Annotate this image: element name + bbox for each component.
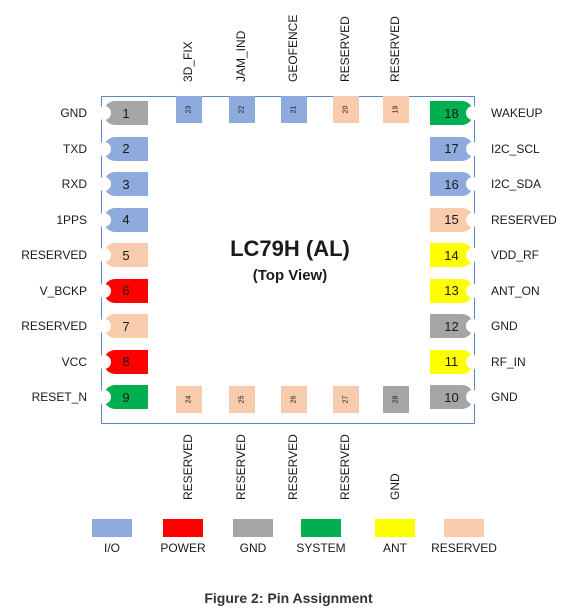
pin-1: 1 (97, 101, 148, 125)
pin-label-7: RESERVED (21, 319, 87, 333)
pin-label-18: WAKEUP (491, 106, 543, 120)
pin-label-26: RESERVED (286, 434, 300, 500)
legend-swatch-reserved (444, 519, 484, 537)
pin-24: 24 (176, 386, 202, 413)
legend-swatch-gnd (233, 519, 273, 537)
pin-label-28: GND (388, 473, 402, 500)
pin-label-4: 1PPS (56, 212, 87, 227)
pin-22: 22 (229, 96, 255, 123)
pin-11: 11 (430, 349, 480, 374)
pin-28: 28 (383, 386, 409, 413)
pin-label-8: VCC (61, 354, 87, 369)
legend-label-system: SYSTEM (296, 541, 346, 555)
pin-label-11: RF_IN (491, 354, 526, 369)
pin-26: 26 (281, 386, 307, 413)
legend-label-reserved: RESERVED (431, 541, 497, 555)
pin-label-3: RXD (61, 177, 87, 191)
legend-swatch-power (163, 519, 203, 537)
chip-subtitle: (Top View) (252, 267, 328, 284)
legend-label-power: POWER (160, 541, 206, 555)
pin-number-22: 22 (238, 105, 246, 114)
pin-12: 12 (430, 314, 480, 338)
pin-27: 27 (333, 386, 359, 413)
pin-3: 3 (97, 172, 148, 196)
pin-10: 10 (430, 385, 480, 409)
pin-label-24: RESERVED (181, 434, 195, 500)
legend-swatch-io (92, 519, 132, 537)
pin-number-27: 27 (342, 395, 350, 404)
pin-2: 2 (97, 136, 148, 161)
pin-5: 5 (97, 243, 148, 267)
pin-number-21: 21 (290, 105, 298, 114)
pin-label-15: RESERVED (491, 212, 557, 227)
pin-label-17: I2C_SCL (491, 141, 540, 156)
pin-number-26: 26 (290, 395, 298, 404)
pin-20: 20 (333, 96, 359, 123)
pin-number-28: 28 (392, 395, 400, 404)
pin-17: 17 (430, 136, 480, 161)
pin-label-14: VDD_RF (491, 248, 540, 262)
pin-25: 25 (229, 386, 255, 413)
pin-18: 18 (430, 101, 480, 125)
pin-4: 4 (97, 207, 148, 232)
legend-swatch-system (301, 519, 341, 537)
pin-label-1: GND (60, 106, 87, 120)
pin-7: 7 (97, 314, 148, 338)
pin-19: 19 (383, 96, 409, 123)
pin-label-10: GND (491, 390, 518, 404)
pin-16: 16 (430, 172, 480, 196)
pin-label-13: ANT_ON (491, 283, 540, 298)
pin-14: 14 (430, 243, 480, 267)
pin-number-20: 20 (342, 105, 350, 114)
pin-number-19: 19 (392, 105, 400, 114)
chip-title: LC79H (AL) (230, 236, 350, 261)
pin-label-27: RESERVED (338, 434, 352, 500)
pin-label-21: GEOFENCE (286, 14, 300, 82)
pin-label-22: JAM_IND (234, 30, 248, 82)
pin-6: 6 (97, 278, 148, 303)
legend-swatch-ant (375, 519, 415, 537)
pin-13: 13 (430, 278, 480, 303)
pin-21: 21 (281, 96, 307, 123)
figure-caption: Figure 2: Pin Assignment (204, 590, 373, 606)
pin-label-9: RESET_N (31, 390, 87, 404)
pin-label-6: V_BCKP (39, 283, 87, 298)
legend-label-gnd: GND (239, 541, 267, 555)
pin-label-12: GND (491, 319, 518, 333)
pin-23: 23 (176, 96, 202, 123)
pin-label-25: RESERVED (234, 434, 248, 500)
legend-label-io: I/O (103, 541, 120, 555)
pin-label-5: RESERVED (21, 248, 87, 262)
legend-label-ant: ANT (383, 541, 407, 555)
pin-label-23: 3D_FIX (181, 41, 195, 82)
pin-label-16: I2C_SDA (491, 177, 542, 191)
pin-9: 9 (97, 385, 148, 409)
pin-label-2: TXD (63, 141, 87, 156)
pin-label-19: RESERVED (388, 16, 402, 82)
pin-8: 8 (97, 349, 148, 374)
pin-number-24: 24 (185, 395, 193, 404)
pin-label-20: RESERVED (338, 16, 352, 82)
pin-number-25: 25 (238, 395, 246, 404)
pin-number-23: 23 (185, 105, 193, 114)
pin-15: 15 (430, 207, 480, 232)
